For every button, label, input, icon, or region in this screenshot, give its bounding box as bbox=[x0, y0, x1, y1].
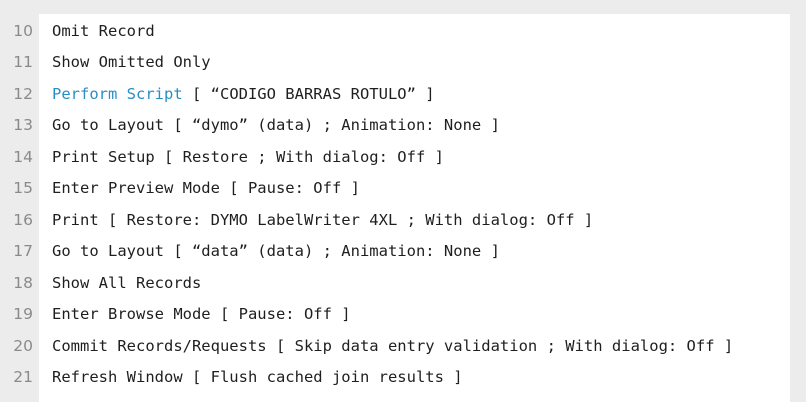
line-number: 16 bbox=[13, 210, 33, 229]
script-step[interactable]: 12 Perform Script [ “CODIGO BARRAS ROTUL… bbox=[13, 78, 790, 110]
line-number: 19 bbox=[13, 305, 33, 324]
script-step[interactable]: 14 Print Setup [ Restore ; With dialog: … bbox=[13, 141, 790, 173]
step-text-container: Perform Script [ “CODIGO BARRAS ROTULO” … bbox=[39, 85, 435, 103]
perform-script-link[interactable]: Perform Script bbox=[52, 84, 183, 103]
line-number: 18 bbox=[13, 273, 33, 292]
line-number: 12 bbox=[13, 84, 33, 103]
step-text: Omit Record bbox=[52, 21, 155, 40]
line-number: 14 bbox=[13, 147, 33, 166]
step-parameters: [ “CODIGO BARRAS ROTULO” ] bbox=[182, 84, 435, 103]
step-text: Show Omitted Only bbox=[52, 53, 211, 72]
line-number: 20 bbox=[13, 336, 33, 355]
script-step[interactable]: 20 Commit Records/Requests [ Skip data e… bbox=[13, 330, 790, 362]
script-step[interactable]: 13 Go to Layout [ “dymo” (data) ; Animat… bbox=[13, 110, 790, 142]
line-number: 10 bbox=[13, 21, 33, 40]
step-text: Go to Layout [ “data” (data) ; Animation… bbox=[52, 242, 500, 261]
script-step[interactable]: 18 Show All Records bbox=[13, 267, 790, 299]
line-number-gutter bbox=[0, 14, 39, 402]
step-text: Refresh Window [ Flush cached join resul… bbox=[52, 368, 463, 387]
step-text: Show All Records bbox=[52, 273, 202, 292]
script-step[interactable]: 10 Omit Record bbox=[13, 15, 790, 47]
script-step[interactable]: 17 Go to Layout [ “data” (data) ; Animat… bbox=[13, 236, 790, 268]
line-number: 21 bbox=[13, 368, 33, 387]
step-text: Commit Records/Requests [ Skip data entr… bbox=[52, 336, 734, 355]
script-step[interactable]: 19 Enter Browse Mode [ Pause: Off ] bbox=[13, 299, 790, 331]
script-step[interactable]: 21 Refresh Window [ Flush cached join re… bbox=[13, 362, 790, 394]
line-number: 17 bbox=[13, 242, 33, 261]
step-text: Enter Browse Mode [ Pause: Off ] bbox=[52, 305, 351, 324]
line-number: 11 bbox=[13, 53, 33, 72]
script-steps-list: 10 Omit Record 11 Show Omitted Only 12 P… bbox=[13, 14, 790, 402]
step-text: Enter Preview Mode [ Pause: Off ] bbox=[52, 179, 360, 198]
line-number: 13 bbox=[13, 116, 33, 135]
line-number: 15 bbox=[13, 179, 33, 198]
script-step[interactable]: 16 Print [ Restore: DYMO LabelWriter 4XL… bbox=[13, 204, 790, 236]
script-step[interactable]: 11 Show Omitted Only bbox=[13, 47, 790, 79]
step-text: Print Setup [ Restore ; With dialog: Off… bbox=[52, 147, 444, 166]
step-text: Print [ Restore: DYMO LabelWriter 4XL ; … bbox=[52, 210, 594, 229]
step-text: Go to Layout [ “dymo” (data) ; Animation… bbox=[52, 116, 500, 135]
script-editor: 10 Omit Record 11 Show Omitted Only 12 P… bbox=[0, 14, 790, 402]
script-step[interactable]: 15 Enter Preview Mode [ Pause: Off ] bbox=[13, 173, 790, 205]
